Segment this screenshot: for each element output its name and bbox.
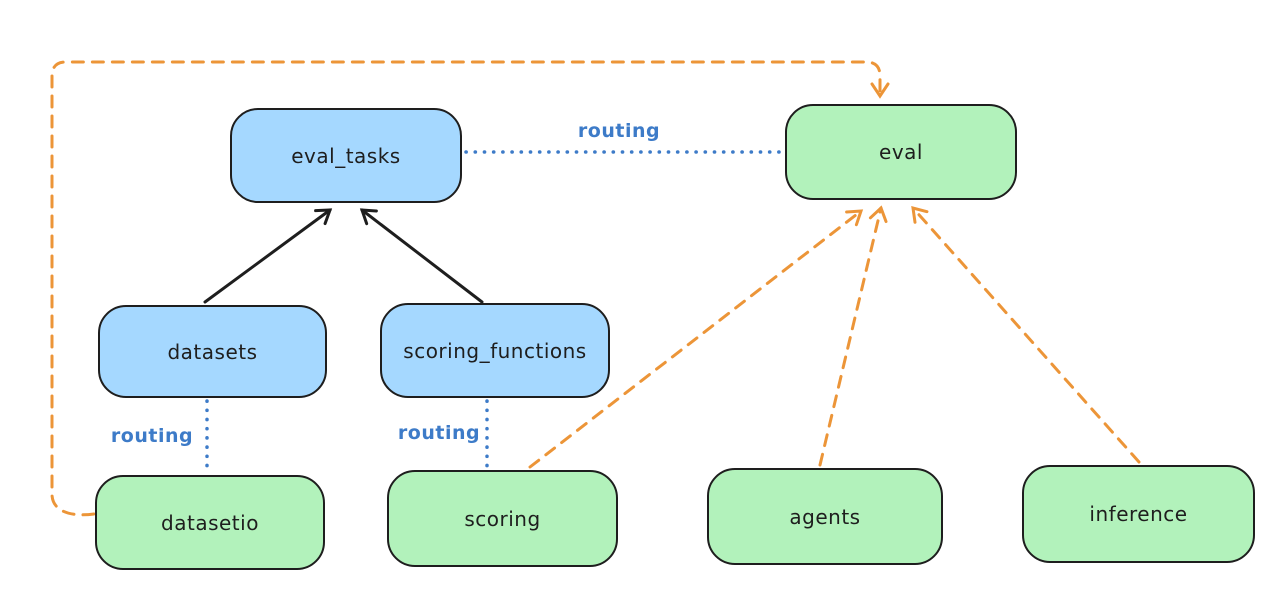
edge-agents-to-eval (818, 205, 888, 467)
edge-datasets-to-eval-tasks (203, 208, 333, 304)
node-agents: agents (707, 468, 943, 565)
node-datasetio-label: datasetio (161, 510, 259, 535)
edge-inference-to-eval (911, 205, 1141, 464)
node-datasetio: datasetio (95, 475, 325, 570)
node-datasets: datasets (98, 305, 327, 398)
edge-datasetio-to-eval (50, 60, 890, 517)
node-eval: eval (785, 104, 1017, 200)
node-scoring-functions-label: scoring_functions (403, 338, 587, 363)
edge-label-routing-scoring-functions-scoring: routing (397, 422, 481, 444)
edge-label-routing-datasets-datasetio: routing (110, 425, 194, 447)
node-eval-tasks: eval_tasks (230, 108, 462, 203)
node-scoring-label: scoring (464, 506, 541, 531)
node-scoring-functions: scoring_functions (380, 303, 610, 398)
node-scoring: scoring (387, 470, 618, 567)
node-eval-label: eval (879, 140, 923, 164)
node-agents-label: agents (789, 504, 861, 529)
node-inference: inference (1022, 465, 1255, 563)
node-datasets-label: datasets (167, 339, 258, 364)
node-eval-tasks-label: eval_tasks (291, 143, 401, 168)
edge-label-routing-eval-tasks-eval: routing (577, 120, 661, 142)
edge-scoring-to-eval (528, 209, 864, 469)
edge-scoring-functions-to-eval-tasks (359, 208, 484, 304)
node-inference-label: inference (1089, 502, 1188, 526)
